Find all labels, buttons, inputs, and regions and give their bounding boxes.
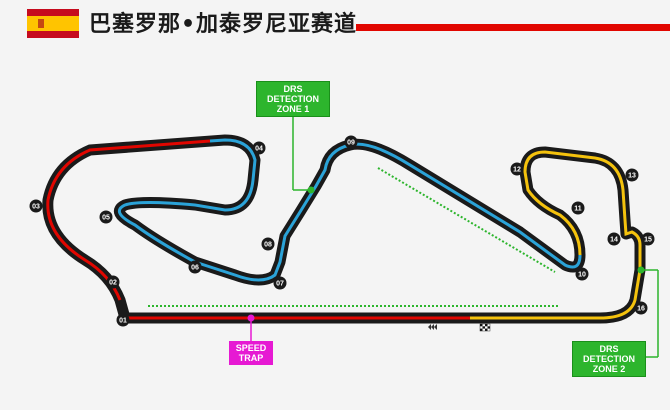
speed-trap-point	[247, 314, 255, 322]
turn-04: 04	[252, 141, 266, 155]
turn-16: 16	[634, 301, 648, 315]
turn-03: 03	[29, 199, 43, 213]
svg-text:06: 06	[191, 265, 199, 272]
turn-09: 09	[344, 135, 358, 149]
turn-12: 12	[510, 162, 524, 176]
svg-text:07: 07	[276, 281, 284, 288]
turn-07: 07	[273, 276, 287, 290]
direction-arrow-icon	[428, 324, 437, 330]
turn-10: 10	[575, 267, 589, 281]
chequered-flag-icon	[479, 323, 491, 332]
svg-text:13: 13	[628, 173, 636, 180]
turn-01: 01	[116, 313, 130, 327]
svg-text:14: 14	[610, 237, 618, 244]
turn-08: 08	[261, 237, 275, 251]
svg-text:02: 02	[109, 280, 117, 287]
svg-text:01: 01	[119, 318, 127, 325]
svg-text:05: 05	[102, 215, 110, 222]
svg-text:11: 11	[574, 206, 582, 213]
sector-red	[46, 139, 470, 320]
turn-05: 05	[99, 210, 113, 224]
turn-15: 15	[641, 232, 655, 246]
track-outline	[42, 134, 646, 324]
svg-text:04: 04	[255, 146, 263, 153]
page-title: 巴塞罗那•加泰罗尼亚赛道	[89, 12, 358, 37]
turn-13: 13	[625, 168, 639, 182]
turn-14: 14	[607, 232, 621, 246]
turn-11: 11	[571, 201, 585, 215]
title-divider	[356, 24, 670, 31]
spain-flag-icon	[27, 9, 79, 38]
svg-text:08: 08	[264, 242, 272, 249]
svg-text:03: 03	[32, 204, 40, 211]
turn-02: 02	[106, 275, 120, 289]
drs-detection-point-2	[637, 266, 645, 274]
svg-text:10: 10	[578, 272, 586, 279]
svg-text:09: 09	[347, 140, 355, 147]
svg-text:15: 15	[644, 237, 652, 244]
drs-detection-point-1	[307, 186, 315, 194]
sector-blue	[117, 138, 582, 282]
svg-text:16: 16	[637, 306, 645, 313]
sector-yellow	[470, 150, 642, 320]
turn-markers: 01 02 03 04 05 06 07 08 09 10 11 12 13 1…	[29, 135, 655, 327]
turn-06: 06	[188, 260, 202, 274]
svg-text:12: 12	[513, 167, 521, 174]
